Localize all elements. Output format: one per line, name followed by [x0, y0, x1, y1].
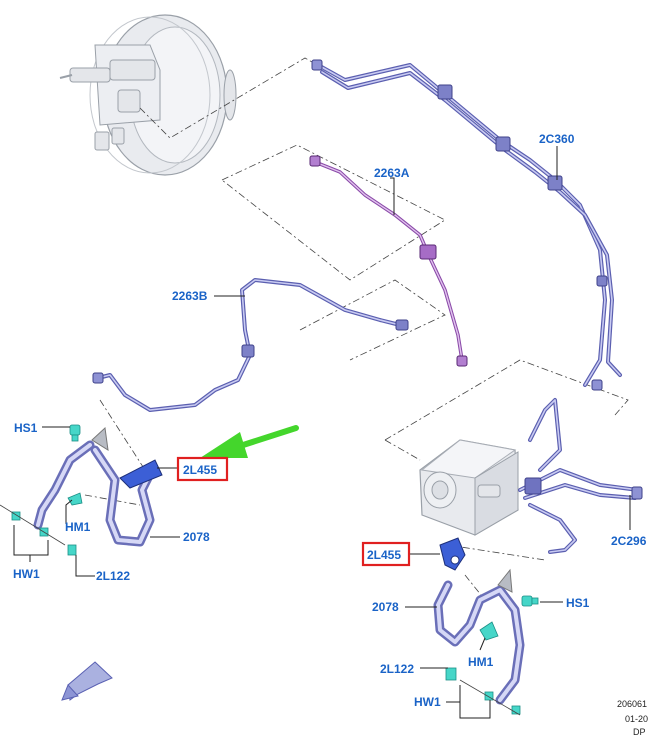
- label-2263B: 2263B: [172, 289, 208, 303]
- label-2L455-right: 2L455: [367, 548, 401, 562]
- tube-2C296: [518, 398, 643, 554]
- label-2L122-left: 2L122: [96, 569, 130, 583]
- hm1-left-clip: [67, 492, 83, 506]
- reference-date: 01-20: [625, 714, 648, 724]
- label-hm1-left: HM1: [65, 520, 91, 534]
- label-hm1-right: HM1: [468, 655, 494, 669]
- left-hose-assembly: [11, 424, 163, 556]
- hm1-right-clip: [479, 621, 499, 641]
- label-2078-left: 2078: [183, 530, 210, 544]
- label-2C360: 2C360: [539, 132, 575, 146]
- dash-guides: [84, 57, 629, 601]
- tube-2C360: [311, 59, 622, 391]
- label-2C296: 2C296: [611, 534, 647, 548]
- label-2263A: 2263A: [374, 166, 410, 180]
- reference-code: DP: [633, 727, 646, 735]
- label-hw1-right: HW1: [414, 695, 441, 709]
- label-hw1-left: HW1: [13, 567, 40, 581]
- label-2078-right: 2078: [372, 600, 399, 614]
- tube-2263A: [309, 155, 468, 367]
- label-2L122-right: 2L122: [380, 662, 414, 676]
- highlight-box-right: [361, 541, 411, 567]
- abs-module: [419, 439, 519, 536]
- highlight-box-left: [176, 456, 229, 482]
- hs1-right-fitting: [521, 595, 539, 607]
- green-arrow-icon: [200, 425, 299, 458]
- brake-booster: [59, 14, 237, 176]
- label-hs1-left: HS1: [14, 421, 38, 435]
- reference-number: 206061: [617, 699, 647, 709]
- hs1-left-fitting: [69, 424, 81, 442]
- right-hose-assembly: [433, 537, 539, 715]
- leader-lines: [0, 146, 631, 719]
- direction-arrow-icon: [61, 661, 113, 701]
- label-2L455-left: 2L455: [183, 463, 217, 477]
- tube-2263B: [92, 278, 409, 412]
- label-hs1-right: HS1: [566, 596, 590, 610]
